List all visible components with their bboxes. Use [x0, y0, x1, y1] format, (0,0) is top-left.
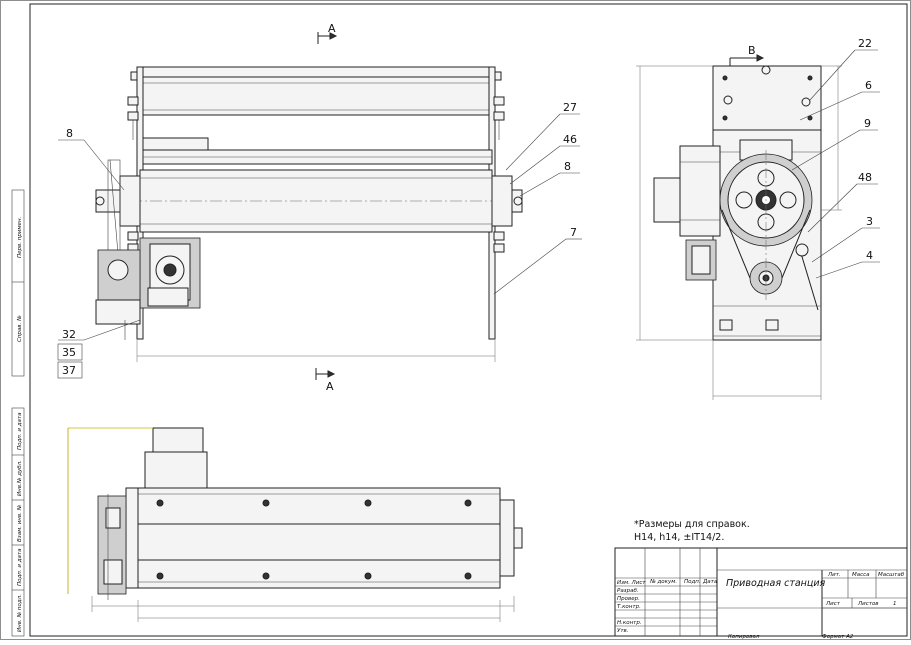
tb-massa: Масса [852, 572, 870, 578]
callout-6: 6 [865, 79, 872, 92]
tb-listov-value: 1 [893, 601, 897, 607]
section-b-top: В [748, 44, 756, 57]
note-line-2: H14, h14, ±IT14/2. [634, 532, 724, 543]
callout-8-right: 8 [564, 160, 571, 173]
stamp-inv-dubl: Инв.№ дубл. [17, 460, 23, 496]
tb-lit: Лит. [827, 572, 841, 578]
stamp-perv-primen: Перв. примен. [17, 216, 23, 258]
tb-prover: Провер. [617, 596, 640, 602]
callout-32: 32 [62, 328, 76, 341]
stamp-podp-data-2: Подп. и дата [17, 548, 23, 586]
callout-22: 22 [858, 37, 872, 50]
tb-drawing-title: Приводная станция [726, 578, 826, 589]
sheet-copied-label: Копировал [728, 634, 760, 640]
callout-37: 37 [62, 364, 76, 377]
tb-izm-list: Изм. Лист [617, 580, 646, 586]
tb-listov: Листов [857, 601, 879, 607]
tb-doc-no: № докум. [649, 579, 677, 585]
stamp-podp-data-1: Подп. и дата [17, 412, 23, 450]
callout-9: 9 [864, 117, 871, 130]
tb-t-kontr: Т.контр. [617, 604, 641, 610]
section-a-bottom: A [326, 380, 334, 393]
tb-list: Лист [825, 601, 841, 607]
callout-46: 46 [563, 133, 577, 146]
callout-35: 35 [62, 346, 76, 359]
side-stamps: Перв. примен. Справ. № Подп. и дата Инв.… [11, 189, 25, 637]
stamp-inv-podl: Инв. № подл. [17, 594, 23, 632]
sheet-format-label: Формат А2 [822, 634, 854, 640]
tb-n-kontr: Н.контр. [617, 620, 642, 626]
callout-8-left: 8 [66, 127, 73, 140]
callout-27: 27 [563, 101, 577, 114]
tb-data: Дата [702, 579, 718, 585]
notes: *Размеры для справок. H14, h14, ±IT14/2. [634, 519, 750, 543]
callout-3: 3 [866, 215, 873, 228]
title-block: Изм. Лист № докум. Подп. Дата Разраб. Пр… [614, 547, 908, 640]
stamp-vzam-inv: Взам. инв. № [17, 504, 23, 542]
tb-utv: Утв. [617, 628, 629, 634]
top-view [67, 427, 523, 622]
callout-4: 4 [866, 249, 873, 262]
callout-7: 7 [570, 226, 577, 239]
tb-podp: Подп. [684, 579, 701, 585]
stamp-sprav-no: Справ. № [17, 315, 23, 342]
note-line-1: *Размеры для справок. [634, 519, 750, 530]
callout-48: 48 [858, 171, 872, 184]
tb-masshtab: Масштаб [878, 572, 905, 578]
tb-razrab: Разраб. [617, 588, 639, 594]
front-view: A [57, 22, 582, 393]
section-a-top: A [328, 22, 336, 35]
side-view: В В [636, 37, 880, 400]
